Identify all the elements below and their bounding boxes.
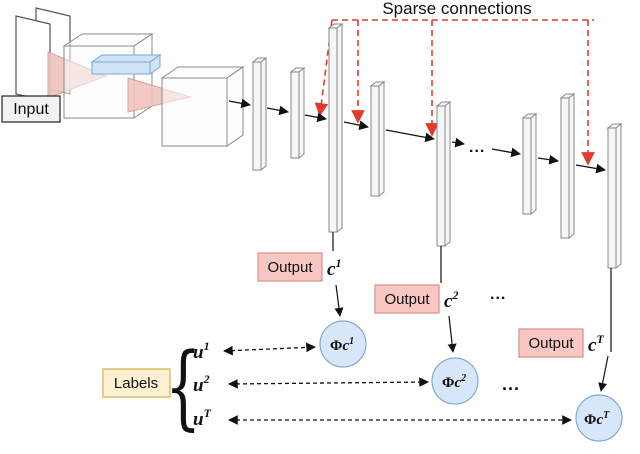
flow-arrow-5 — [385, 129, 435, 143]
label-u2: u2 — [193, 372, 210, 396]
phi-node-1 — [319, 320, 367, 368]
phi-node-2 — [431, 357, 479, 405]
flow-arrow-6 — [451, 137, 465, 148]
flow-arrow-8 — [537, 154, 559, 165]
output-label-3: Output — [528, 335, 574, 352]
conv-layer-bars — [251, 22, 623, 270]
flow-arrow-7 — [491, 147, 521, 158]
output-ellipsis: ... — [490, 286, 506, 303]
output-box-1 — [257, 252, 323, 282]
output-box-3 — [518, 328, 584, 358]
flow-arrow-2 — [266, 105, 289, 116]
flow-arrows — [228, 98, 606, 174]
input-plane-front — [15, 15, 51, 103]
output-var-2: c2 — [444, 288, 458, 312]
layer-bar-6 — [521, 112, 538, 216]
phi-node-3-label: ΦcT — [584, 410, 610, 428]
layer-bar-8 — [606, 122, 623, 270]
layer-bar-3 — [327, 22, 344, 234]
layer-bar-5 — [435, 100, 452, 248]
output-var-1: c1 — [327, 256, 341, 280]
flow-ellipsis: ... — [469, 139, 485, 156]
label-u1: u1 — [193, 339, 210, 363]
labels-title: Labels — [114, 375, 158, 392]
output-label-1: Output — [267, 259, 313, 276]
label-uT: uT — [193, 406, 212, 430]
output-box-2 — [374, 284, 440, 314]
slab-top — [90, 54, 162, 63]
output-label-2: Output — [384, 291, 430, 308]
input-label: Input — [13, 101, 49, 118]
output-var-3: cT — [588, 332, 604, 356]
cube2-front — [161, 77, 228, 147]
flow-arrow-1 — [228, 98, 251, 109]
slab-front — [91, 61, 151, 75]
layer-bar-7 — [559, 92, 576, 240]
node-ellipsis: ... — [502, 374, 520, 394]
phi-node-3 — [575, 394, 623, 442]
flow-arrow-9 — [575, 163, 606, 174]
connector-u2 — [228, 377, 429, 389]
label-connectors — [223, 342, 572, 425]
layer-bar-2 — [289, 66, 306, 160]
layer-bar-4 — [369, 80, 386, 198]
outputT-arrow — [598, 355, 609, 392]
feature-slab — [90, 54, 162, 75]
cube2-side — [226, 66, 244, 147]
flow-arrow-4 — [343, 120, 369, 130]
labels-box — [102, 368, 171, 398]
input-label-box — [1, 95, 61, 123]
conv-cone-2 — [127, 77, 192, 113]
output2-arrow — [447, 315, 457, 353]
sparse-connections-label: Sparse connections — [382, 0, 531, 18]
labels-brace: { — [165, 334, 201, 441]
connector-u1 — [223, 342, 316, 356]
flow-arrow-3 — [304, 112, 327, 123]
phi-node-2-label: Φc2 — [442, 373, 466, 391]
feature-cube-2 — [160, 66, 245, 147]
layer-bar-1 — [251, 56, 268, 172]
phi-node-1-label: Φc1 — [330, 336, 354, 354]
sparse-connection-arrows — [314, 19, 595, 166]
output1-arrow — [334, 284, 344, 317]
